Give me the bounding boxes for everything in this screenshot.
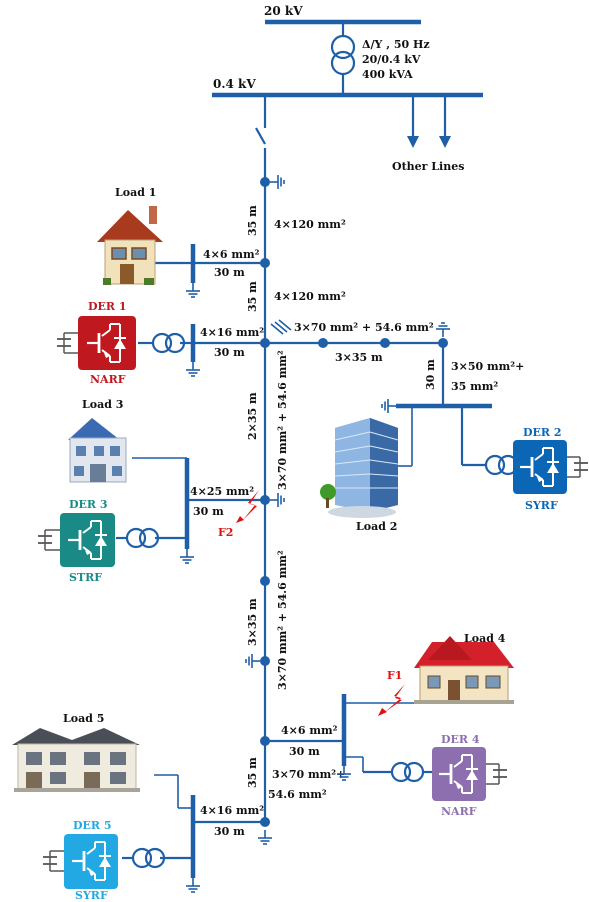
load5-cable: 4×16 mm²	[200, 804, 264, 817]
transformer-label-2: 20/0.4 kV	[362, 53, 421, 66]
load4-branch	[265, 694, 433, 783]
main-feeder	[255, 95, 267, 822]
load3-length: 30 m	[193, 505, 224, 518]
der1-branch	[138, 324, 265, 377]
transformer-label-1: Δ/Y , 50 Hz	[362, 38, 430, 51]
load3-cable: 4×25 mm²	[190, 485, 254, 498]
transformer-label-3: 400 kVA	[362, 68, 413, 81]
load4-length: 30 m	[289, 745, 320, 758]
seg1-length: 35 m	[246, 205, 259, 236]
der4-name: DER 4	[441, 733, 480, 746]
load4-cable: 4×6 mm²	[281, 724, 338, 737]
load1-name: Load 1	[115, 186, 156, 199]
load1-cable: 4×6 mm²	[203, 248, 260, 261]
load2-name: Load 2	[356, 520, 397, 533]
branch-ground-marker	[270, 319, 292, 335]
seg5-cable-b: 54.6 mm²	[268, 788, 327, 801]
b2-cable-a: 3×50 mm²+	[451, 360, 524, 373]
fault-f2-label: F2	[218, 526, 233, 539]
feeder-node-5	[260, 576, 270, 586]
der5-control: SYRF	[75, 889, 108, 902]
b2-length: 30 m	[424, 359, 437, 390]
cottage-icon	[414, 636, 514, 704]
load5-branch	[122, 774, 265, 893]
office-building-icon	[320, 418, 399, 518]
der2-inverter-icon	[513, 440, 588, 494]
load1-length: 30 m	[214, 266, 245, 279]
branch-node-3	[438, 338, 448, 348]
fault-f2-icon	[236, 490, 259, 523]
der5-inverter-icon	[43, 834, 118, 889]
der1-name: DER 1	[88, 300, 127, 313]
der2-name: DER 2	[523, 426, 562, 439]
b2-cable-b: 35 mm²	[451, 380, 498, 393]
seg5-cable-a: 3×70 mm²+	[272, 768, 345, 781]
branch-length: 3×35 m	[335, 351, 383, 364]
load4-name: Load 4	[464, 632, 506, 645]
transformer	[330, 22, 356, 95]
der1-cable: 4×16 mm²	[200, 326, 264, 339]
townhouse-icon	[12, 728, 140, 792]
mv-bus-label: 20 kV	[264, 4, 303, 18]
load3-name: Load 3	[82, 398, 123, 411]
branch-cable: 3×70 mm² + 54.6 mm²	[294, 321, 434, 334]
seg4-cable: 3×70 mm² + 54.6 mm²	[276, 550, 289, 690]
load3-branch	[116, 457, 265, 564]
seg1-cable: 4×120 mm²	[274, 218, 346, 231]
branch-node-1	[318, 338, 328, 348]
feeder-node-1	[260, 177, 270, 187]
der1-control: NARF	[90, 373, 126, 386]
branch-node-2	[380, 338, 390, 348]
load5-length: 30 m	[214, 825, 245, 838]
seg3-length: 2×35 m	[246, 392, 259, 440]
other-lines-arrows	[407, 95, 451, 148]
branch-east	[265, 341, 527, 476]
der3-name: DER 3	[69, 498, 108, 511]
der4-control: NARF	[441, 805, 477, 818]
seg3-cable: 3×70 mm² + 54.6 mm²	[276, 350, 289, 490]
der3-inverter-icon	[38, 513, 115, 567]
seg2-cable: 4×120 mm²	[274, 290, 346, 303]
der3-control: STRF	[69, 571, 102, 584]
seg5-length: 35 m	[246, 757, 259, 788]
other-lines-label: Other Lines	[392, 160, 464, 173]
der1-length: 30 m	[214, 346, 245, 359]
der1-inverter-icon	[57, 316, 136, 370]
seg2-length: 35 m	[246, 281, 259, 312]
der4-inverter-icon	[432, 747, 507, 801]
der5-name: DER 5	[73, 819, 112, 832]
seg4-length: 3×35 m	[246, 598, 259, 646]
feeder-node-6	[260, 656, 270, 666]
load1-branch	[155, 244, 265, 298]
der2-control: SYRF	[525, 499, 558, 512]
fault-f1-label: F1	[387, 669, 402, 682]
fault-f1-icon	[378, 684, 405, 716]
load5-name: Load 5	[63, 712, 104, 725]
lv-bus-label: 0.4 kV	[213, 77, 256, 91]
house-icon	[97, 206, 163, 285]
villa-icon	[68, 418, 127, 483]
